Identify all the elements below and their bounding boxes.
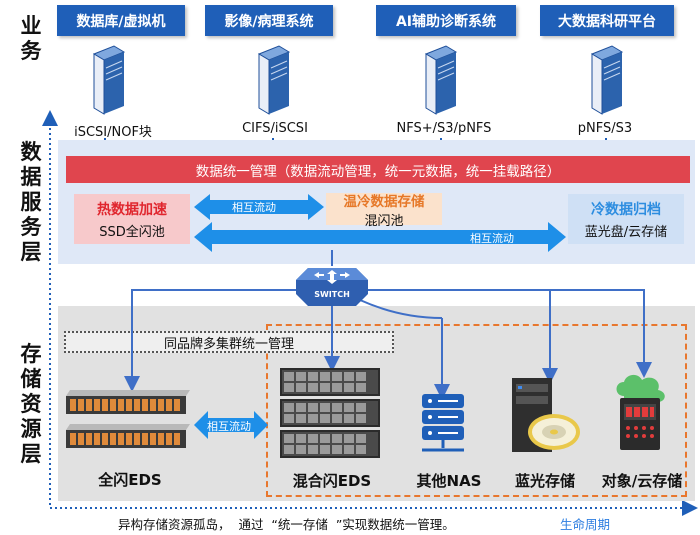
lifecycle-label: 生命周期 (560, 517, 611, 532)
nas-icon (422, 394, 464, 452)
warm-data-subtitle: 混闪池 (364, 213, 404, 229)
cold-data-box: 冷数据归档 蓝光盘/云存储 (568, 194, 684, 244)
device-caption-hybrid-flash: 混合闪EDS (292, 472, 372, 490)
protocol-label: iSCSI/NOF块 (74, 125, 152, 140)
side-label-business: 业务 (20, 14, 42, 63)
hot-data-box: 热数据加速 SSD全闪池 (74, 194, 190, 244)
switch-label: SWITCH (314, 290, 350, 299)
protocol-label: NFS+/S3/pNFS (396, 121, 492, 136)
protocol-label: CIFS/iSCSI (242, 121, 308, 136)
managed-cluster-region (266, 324, 687, 497)
server-icon (257, 45, 291, 115)
biz-box-ai: AI辅助诊断系统 (376, 5, 516, 36)
cold-data-subtitle: 蓝光盘/云存储 (584, 224, 668, 240)
flow-label-hot-warm: 相互流动 (232, 201, 276, 214)
cloud-storage-icon (616, 374, 665, 450)
warm-data-box: 温冷数据存储 混闪池 (326, 193, 442, 229)
eds-flow-arrow (194, 411, 268, 439)
all-flash-eds-icon (66, 390, 190, 448)
side-label-data-service: 数据服务层 (20, 140, 42, 264)
cluster-management-box: 同品牌多集群统一管理 (64, 331, 394, 353)
flow-label-hot-cold: 相互流动 (470, 232, 514, 245)
bluray-storage-icon (512, 378, 580, 452)
cold-data-title: 冷数据归档 (591, 201, 661, 218)
server-icon (590, 45, 624, 115)
hot-data-title: 热数据加速 (97, 201, 167, 218)
unified-management-banner: 数据统一管理（数据流动管理，统一元数据，统一挂载路径） (66, 156, 690, 183)
server-icon (92, 45, 126, 115)
biz-box-database: 数据库/虚拟机 (57, 5, 185, 36)
flow-label-eds: 相互流动 (207, 420, 251, 433)
footer-note: 异构存储资源孤岛， 通过 “统一存储 ”实现数据统一管理。 (118, 517, 455, 532)
device-caption-bluray: 蓝光存储 (514, 472, 575, 490)
hot-data-subtitle: SSD全闪池 (99, 224, 165, 240)
hybrid-flash-eds-icon (280, 368, 380, 458)
biz-box-imaging: 影像/病理系统 (205, 5, 333, 36)
device-caption-nas: 其他NAS (416, 472, 482, 490)
switch-icon: SWITCH (296, 268, 368, 306)
server-icon (424, 45, 458, 115)
device-caption-all-flash: 全闪EDS (98, 471, 162, 489)
side-label-storage: 存储资源层 (20, 342, 42, 466)
protocol-label: pNFS/S3 (577, 121, 633, 136)
warm-data-title: 温冷数据存储 (343, 193, 425, 210)
device-caption-cloud: 对象/云存储 (601, 472, 683, 490)
biz-box-bigdata: 大数据科研平台 (540, 5, 674, 36)
